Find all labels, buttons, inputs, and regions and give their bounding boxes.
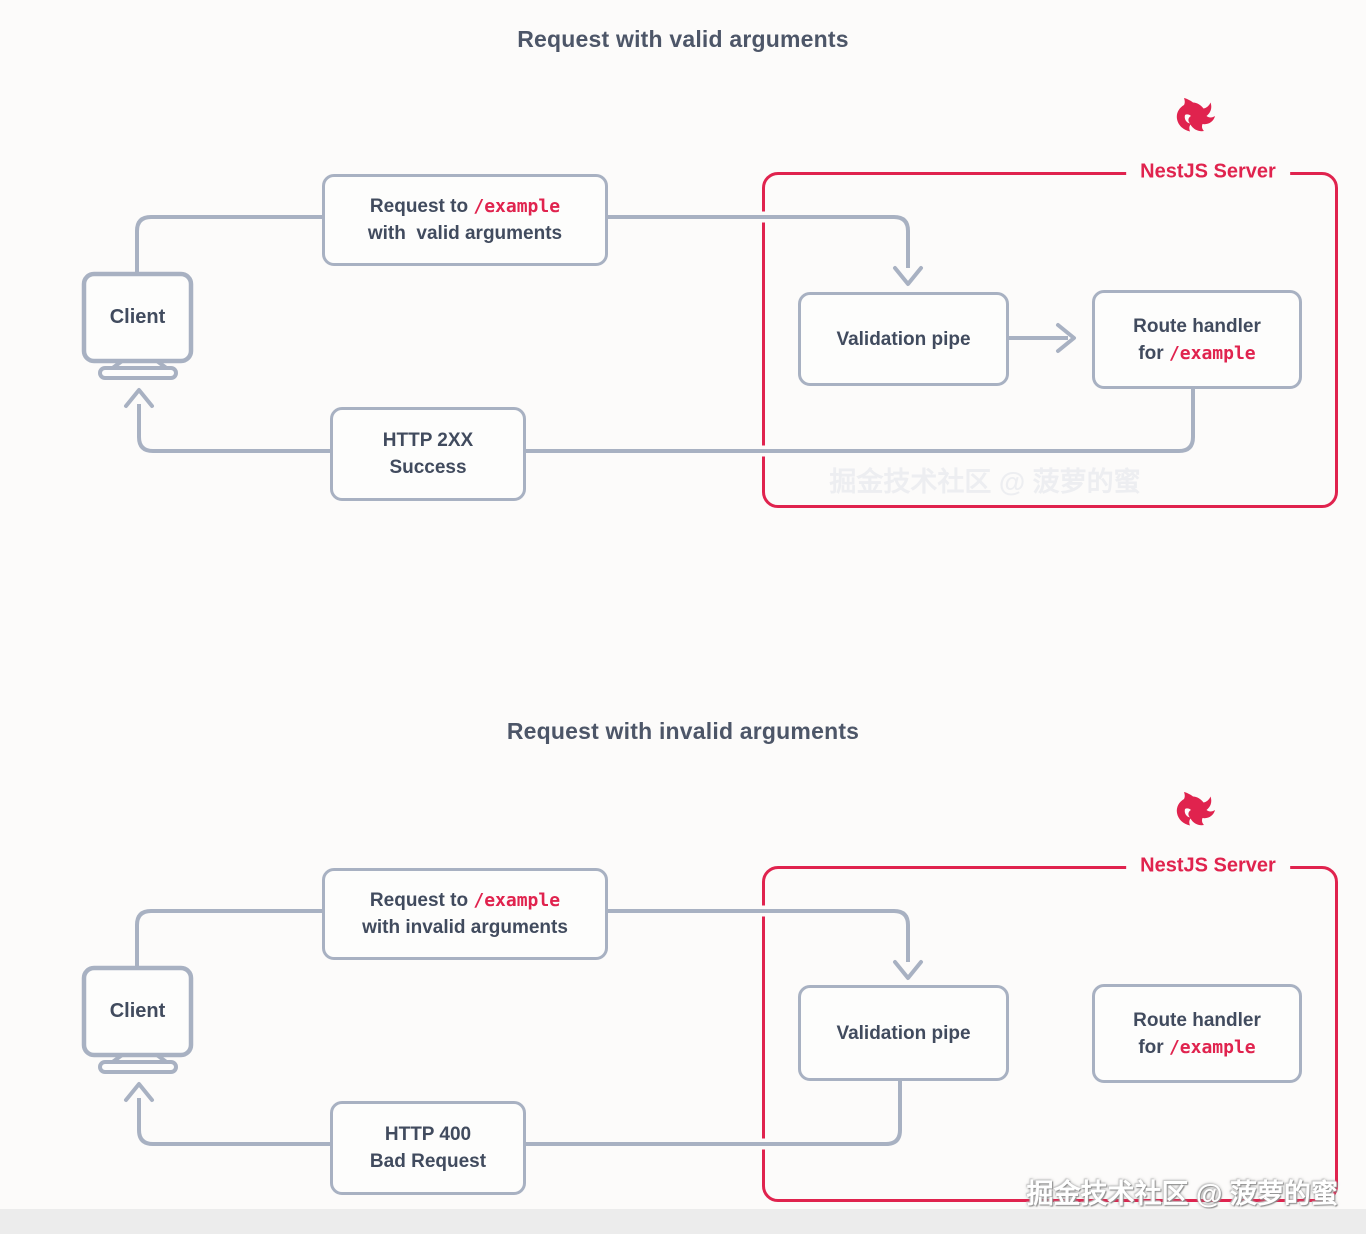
arrow-down-icon	[893, 960, 923, 980]
route-handler-box: Route handler for /example	[1092, 290, 1302, 389]
nestjs-server-label: NestJS Server	[1126, 854, 1290, 878]
arrow-up-icon	[124, 1082, 154, 1102]
connector-request-to-validation	[602, 215, 910, 268]
client-label: Client	[109, 1000, 166, 1022]
connector-request-to-validation	[602, 909, 910, 962]
validation-pipe-box: Validation pipe	[798, 292, 1009, 386]
juejin-watermark: 掘金技术社区 @ 菠萝的蜜	[1026, 1179, 1338, 1209]
request-box: Request to /example with invalid argumen…	[322, 868, 608, 960]
client-label: Client	[109, 306, 166, 328]
validation-pipe-box: Validation pipe	[798, 985, 1009, 1081]
route-path-code: /example	[1168, 1036, 1256, 1058]
request-box: Request to /example with valid arguments	[322, 174, 608, 266]
arrow-up-icon	[124, 388, 154, 408]
connector-client-to-request	[135, 215, 322, 274]
nestjs-logo-icon	[1176, 792, 1215, 826]
connector-route-to-response	[520, 384, 1195, 453]
connector-client-to-request	[135, 909, 322, 968]
arrow-down-icon	[893, 266, 923, 286]
route-path-code: /example	[1168, 342, 1256, 364]
route-path-code: /example	[473, 196, 561, 217]
arrow-right-icon	[1056, 323, 1076, 353]
nestjs-server-box	[762, 866, 1338, 1202]
response-box: HTTP 400 Bad Request	[330, 1101, 526, 1195]
juejin-watermark-faint: 掘金技术社区 @ 菠萝的蜜	[829, 467, 1141, 497]
client-node: Client	[70, 266, 210, 386]
response-box: HTTP 2XX Success	[330, 407, 526, 501]
client-node: Client	[70, 960, 210, 1080]
nestjs-logo-icon	[1176, 98, 1215, 132]
route-handler-box: Route handler for /example	[1092, 984, 1302, 1083]
connector-response-to-client	[137, 404, 330, 453]
connector-validation-to-response	[520, 1075, 902, 1146]
route-path-code: /example	[473, 890, 561, 911]
nestjs-server-box	[762, 172, 1338, 508]
diagram-title-valid: Request with valid arguments	[517, 26, 849, 52]
bottom-strip	[0, 1209, 1366, 1234]
monitor-icon	[81, 271, 194, 380]
diagram-title-invalid: Request with invalid arguments	[506, 718, 860, 744]
nestjs-server-label: NestJS Server	[1126, 160, 1290, 184]
connector-response-to-client	[137, 1098, 330, 1146]
monitor-icon	[81, 965, 194, 1074]
